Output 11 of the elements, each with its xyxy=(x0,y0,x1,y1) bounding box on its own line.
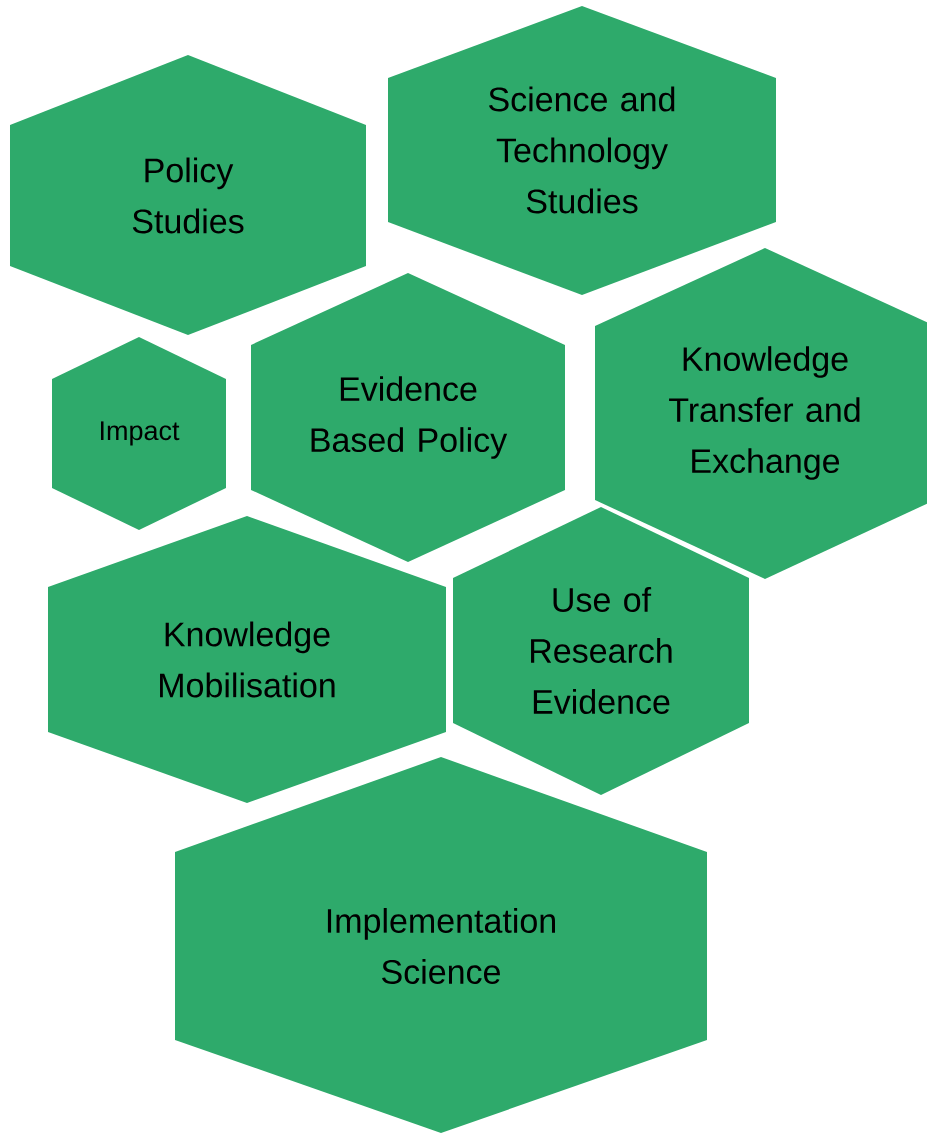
hexagon: Science and Technology Studies xyxy=(388,6,776,295)
hexagon: Implementation Science xyxy=(175,757,707,1133)
node-label: Implementation Science xyxy=(327,908,555,984)
hexagon: Knowledge Transfer and Exchange xyxy=(595,248,927,579)
node-label: Use of Research Evidence xyxy=(531,587,672,714)
hexagon: Evidence Based Policy xyxy=(251,273,565,562)
hexagon: Use of Research Evidence xyxy=(453,507,749,795)
hexagon: Impact xyxy=(52,337,226,530)
hexagon: Knowledge Mobilisation xyxy=(48,516,446,803)
node-label: Evidence Based Policy xyxy=(311,376,508,459)
hexagon: Policy Studies xyxy=(10,55,366,335)
